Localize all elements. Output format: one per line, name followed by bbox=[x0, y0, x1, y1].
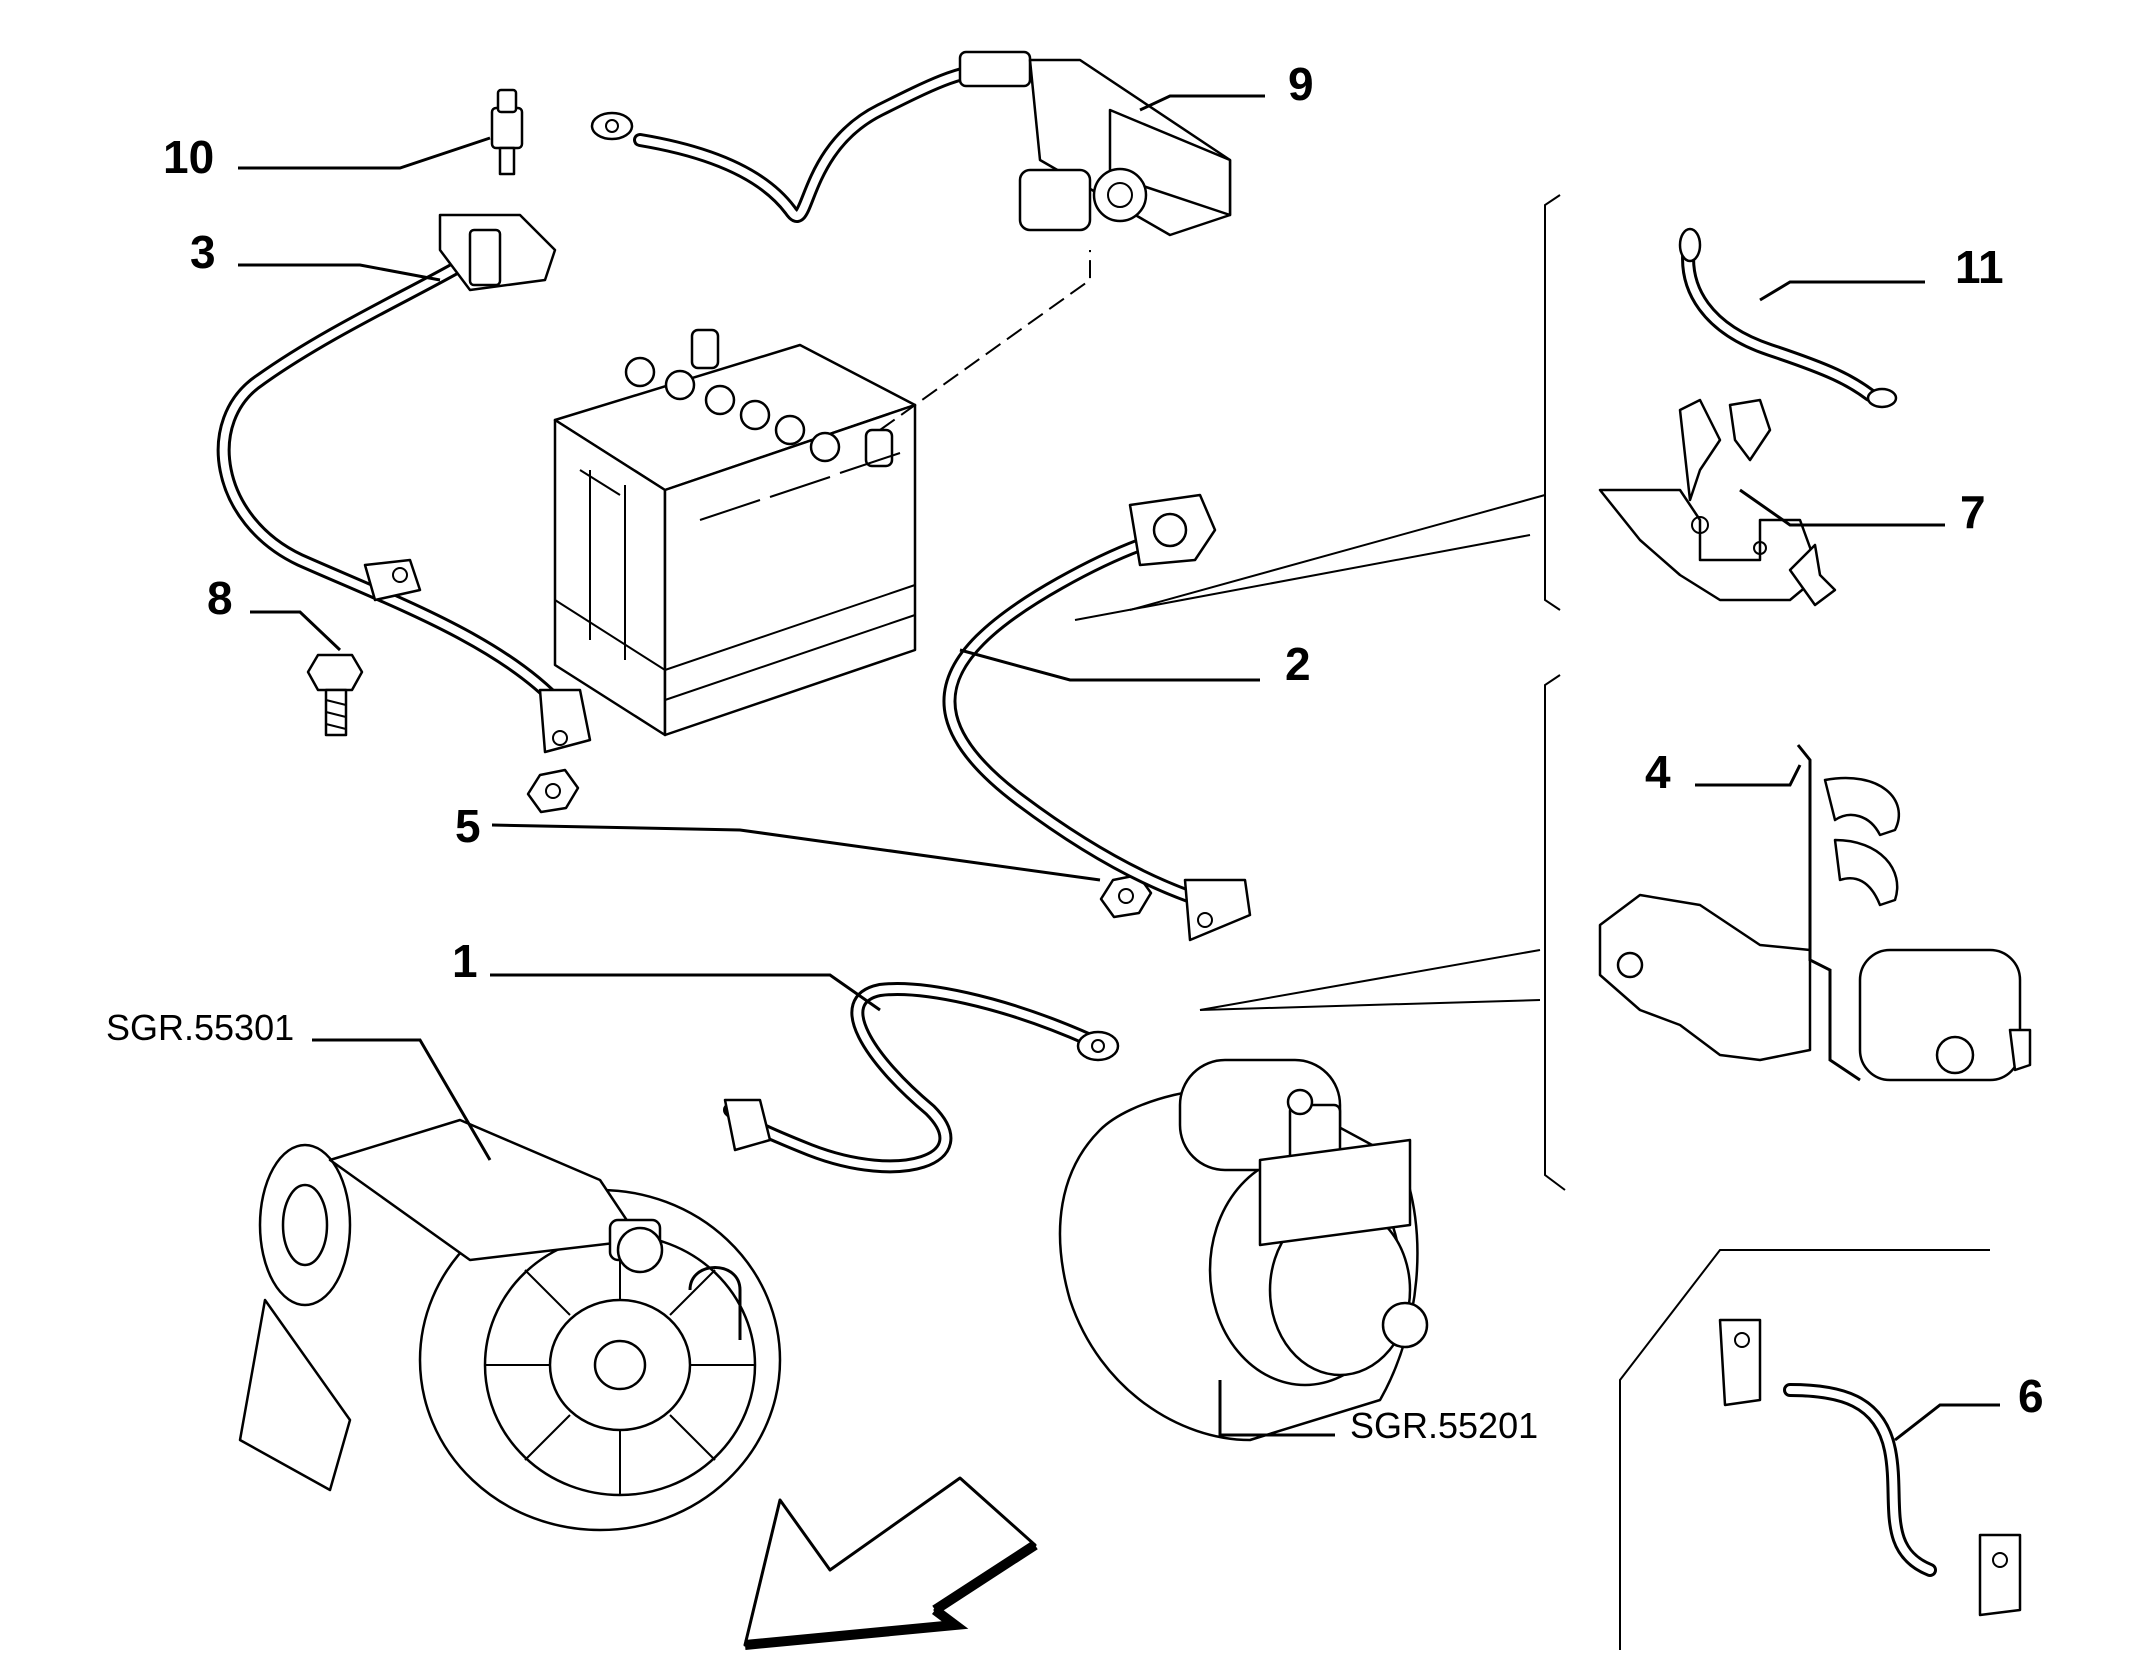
starter-motor bbox=[1058, 1058, 1429, 1442]
part-11-strap bbox=[1678, 227, 1898, 409]
part-2-cable bbox=[942, 493, 1252, 942]
ref-alternator: SGR.55301 bbox=[106, 1007, 294, 1048]
callout-2: 2 bbox=[1285, 638, 1311, 690]
callout-8: 8 bbox=[207, 572, 233, 624]
group-dividers bbox=[1074, 194, 1990, 1650]
ref-starter: SGR.55201 bbox=[1350, 1405, 1538, 1446]
battery bbox=[553, 328, 917, 737]
part-8-bolt bbox=[306, 653, 364, 737]
assembly-leader-dashed bbox=[879, 250, 1091, 431]
part-3-ground-cable bbox=[216, 213, 592, 754]
callout-11: 11 bbox=[1955, 241, 2004, 293]
callout-3: 3 bbox=[190, 226, 216, 278]
callout-9: 9 bbox=[1288, 58, 1314, 110]
part-6-strap bbox=[1718, 1318, 2022, 1617]
direction-arrow-icon bbox=[743, 1476, 1038, 1650]
callout-10: 10 bbox=[163, 131, 214, 183]
callout-leaders bbox=[238, 94, 2000, 1442]
alternator bbox=[238, 1118, 782, 1532]
part-4-bracket bbox=[1598, 744, 2032, 1082]
callout-1: 1 bbox=[452, 935, 478, 987]
negative-terminal bbox=[690, 328, 720, 370]
part-7-bracket bbox=[1598, 398, 1837, 607]
part-1-cable bbox=[723, 982, 1120, 1174]
callout-7: 7 bbox=[1960, 486, 1986, 538]
callout-5: 5 bbox=[455, 800, 481, 852]
part-10-stud bbox=[490, 88, 524, 176]
callout-4: 4 bbox=[1645, 746, 1671, 798]
callout-6: 6 bbox=[2018, 1370, 2044, 1422]
battery-caps bbox=[624, 356, 841, 463]
callout-labels: 10 3 9 8 5 2 1 11 7 4 6 SGR.55301 SGR.55… bbox=[106, 58, 2044, 1446]
part-9-positive-cable-fusebox bbox=[590, 50, 1232, 237]
